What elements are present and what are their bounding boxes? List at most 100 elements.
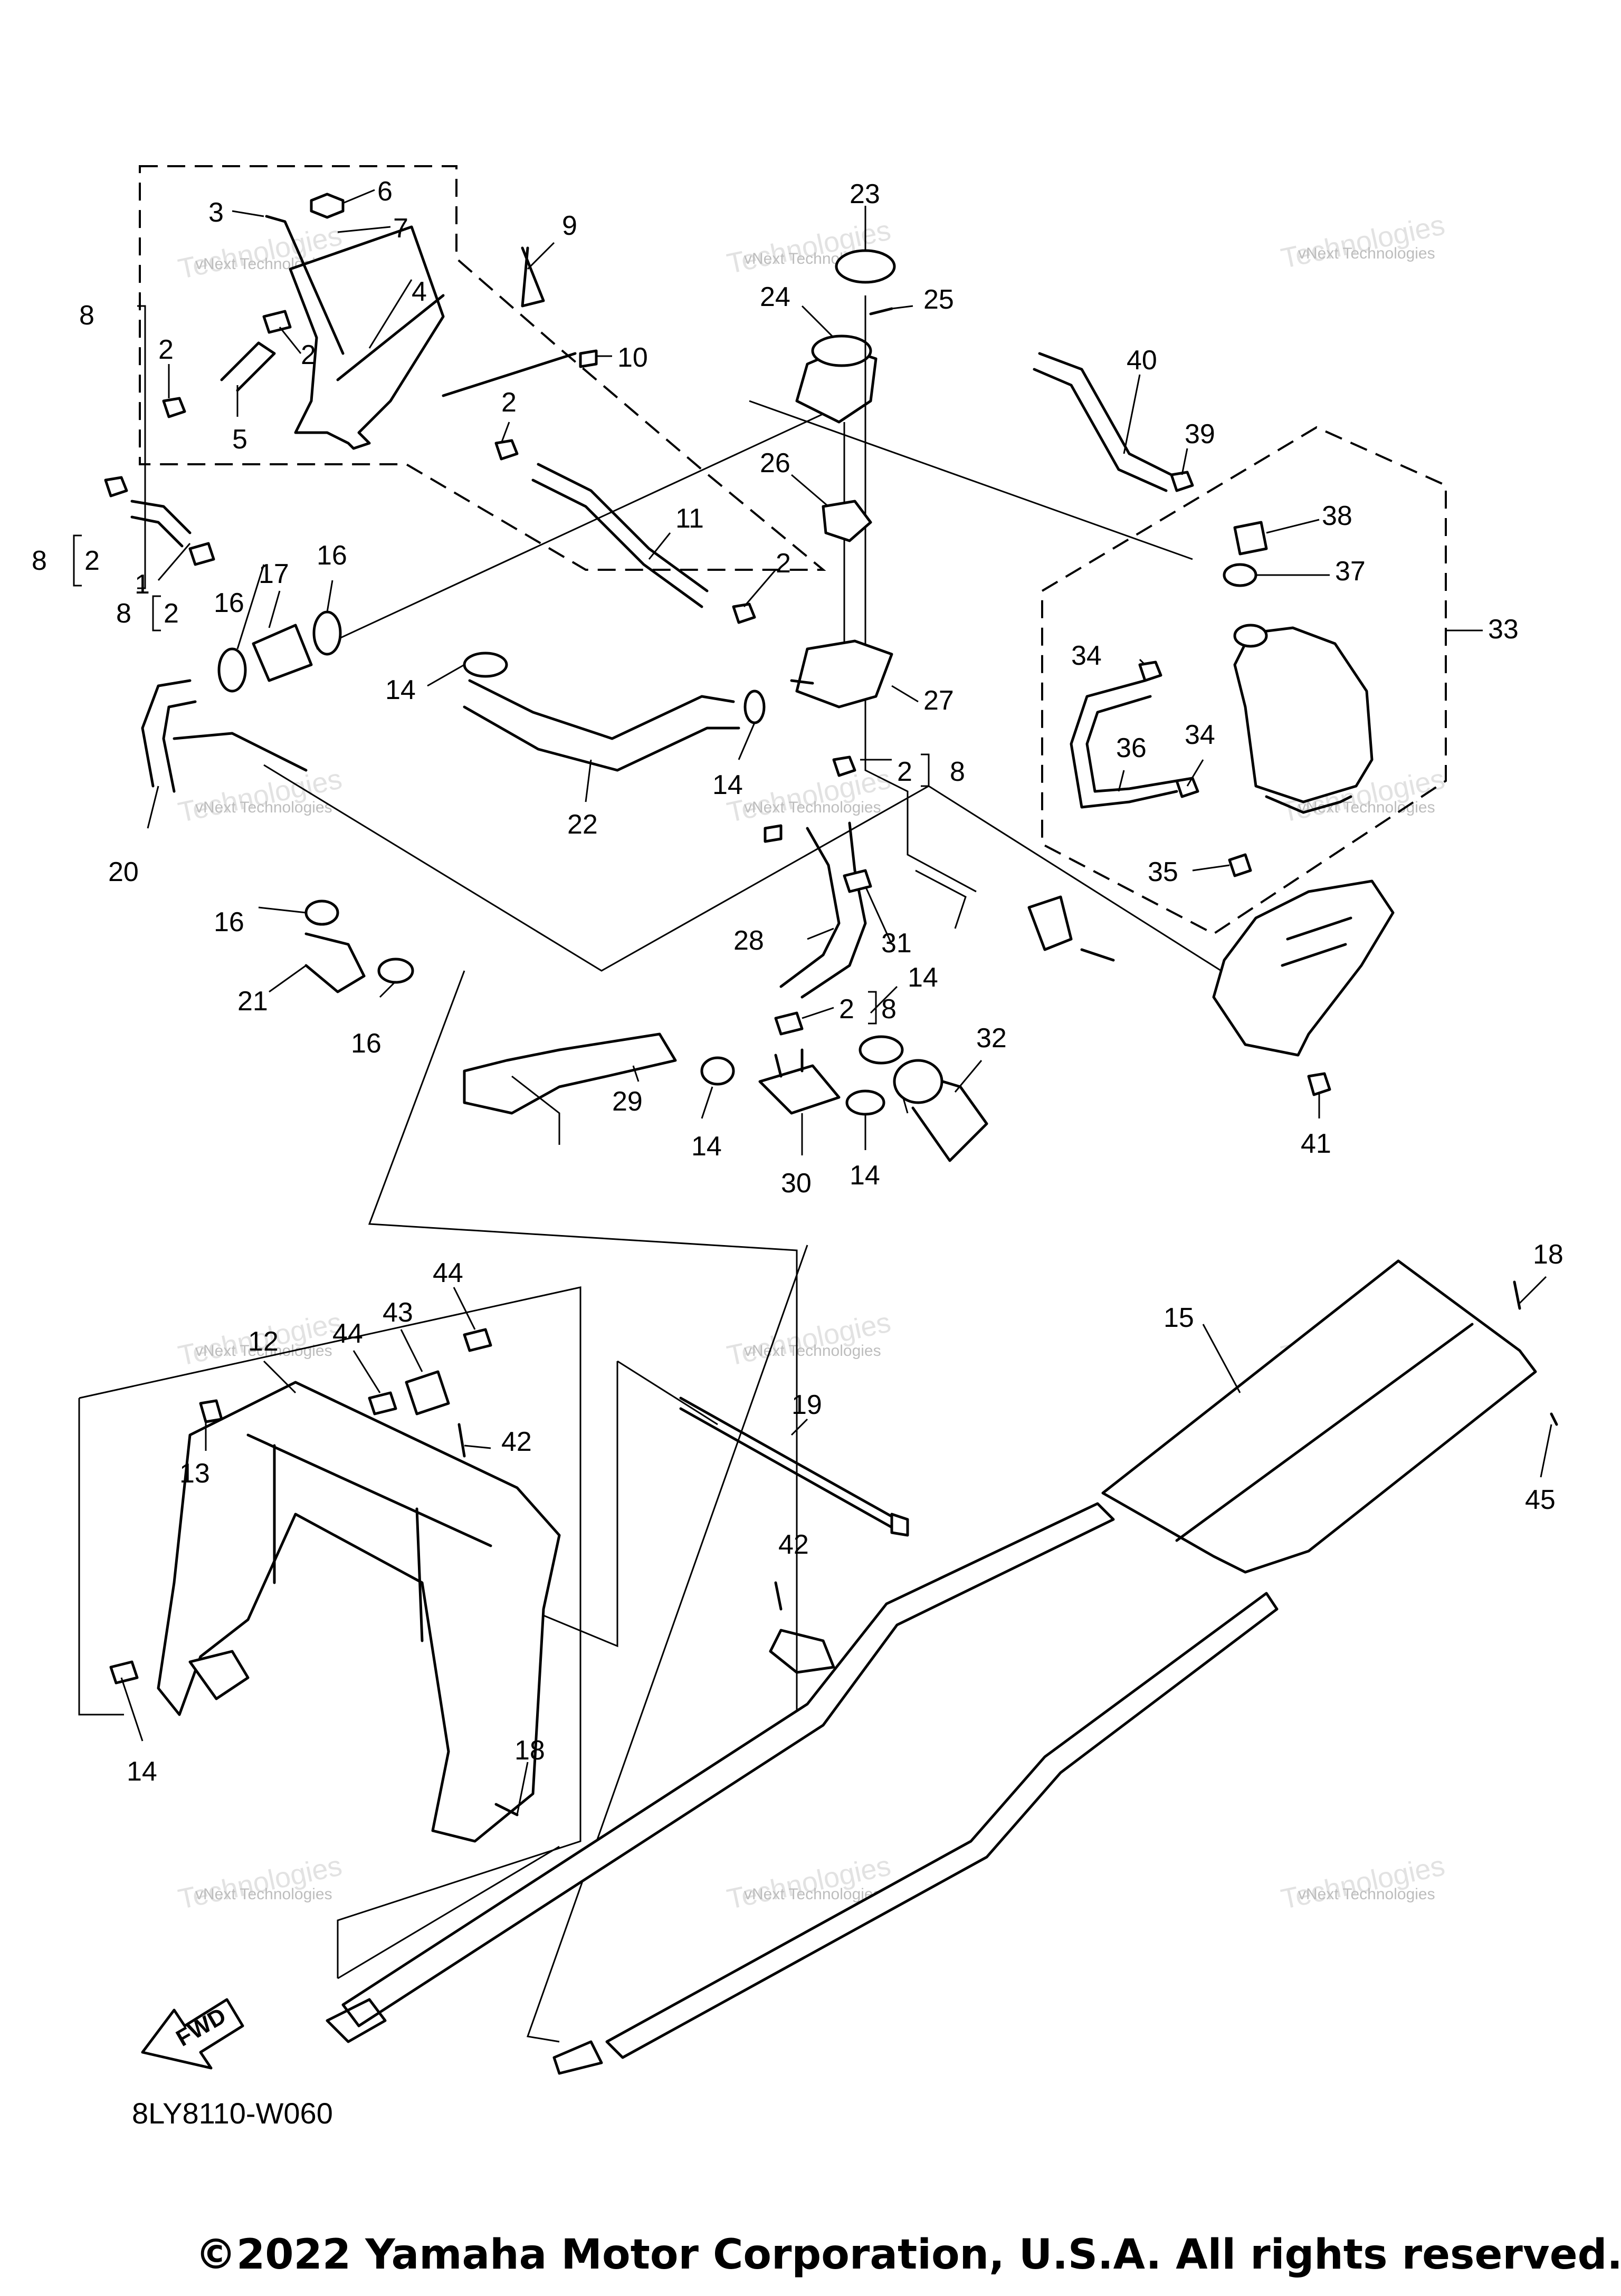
hose-part-1 bbox=[130, 500, 192, 534]
cap-part-37 bbox=[1223, 563, 1257, 587]
callout-18: 18 bbox=[514, 1735, 545, 1766]
clamp-part-16 bbox=[217, 647, 247, 693]
callout-2: 2 bbox=[776, 548, 791, 579]
callout-16: 16 bbox=[214, 588, 244, 618]
bolt-part-9 bbox=[521, 246, 545, 308]
callout-6: 6 bbox=[377, 176, 393, 207]
hose-part-17 bbox=[252, 624, 313, 682]
bracket-mark bbox=[73, 534, 82, 587]
callout-29: 29 bbox=[612, 1086, 643, 1117]
drawing-code: 8LY8110-W060 bbox=[132, 2097, 333, 2130]
hose-part-28 bbox=[779, 827, 841, 988]
callout-8: 8 bbox=[79, 300, 94, 331]
callout-39: 39 bbox=[1185, 419, 1215, 449]
bolt-part-41 bbox=[1307, 1072, 1331, 1096]
joint-branch bbox=[774, 1048, 804, 1078]
tank-part-33 bbox=[1233, 626, 1374, 803]
callout-12: 12 bbox=[248, 1326, 279, 1357]
hose-part-1 bbox=[130, 515, 184, 548]
clamp-part-2 bbox=[162, 397, 186, 418]
callout-16: 16 bbox=[214, 907, 244, 937]
callout-41: 41 bbox=[1301, 1128, 1331, 1159]
clamp-part-2 bbox=[732, 602, 756, 624]
hose-part-22 bbox=[468, 679, 735, 740]
ref-line bbox=[368, 970, 798, 1715]
assembly-33-boundary bbox=[1041, 426, 1447, 935]
fitting bbox=[764, 824, 783, 843]
frame-tube bbox=[188, 1650, 250, 1700]
exchanger-rail-upper bbox=[341, 1502, 1115, 2027]
exchanger-part-15 bbox=[1101, 1259, 1537, 1574]
callout-13: 13 bbox=[179, 1458, 210, 1489]
callout-2: 2 bbox=[839, 994, 854, 1025]
callout-18: 18 bbox=[1533, 1239, 1563, 1270]
callout-31: 31 bbox=[881, 928, 912, 959]
callout-44: 44 bbox=[332, 1318, 363, 1349]
forward-arrow: FWD bbox=[141, 1998, 244, 2070]
callout-16: 16 bbox=[317, 540, 347, 571]
callout-8: 8 bbox=[116, 598, 131, 629]
bracket-slot bbox=[1281, 916, 1352, 967]
rivet-part-18 bbox=[1513, 1280, 1521, 1310]
callout-19: 19 bbox=[792, 1390, 822, 1420]
copyright-notice: ©2022 Yamaha Motor Corporation, U.S.A. A… bbox=[195, 2231, 1621, 2279]
clamp-part-34 bbox=[1175, 777, 1199, 798]
clamp-part-44 bbox=[368, 1391, 397, 1415]
callout-14: 14 bbox=[691, 1131, 722, 1162]
ref-line bbox=[749, 400, 1193, 560]
callout-8: 8 bbox=[950, 757, 965, 787]
assembly-boundaries bbox=[139, 165, 1447, 935]
callout-14: 14 bbox=[385, 675, 416, 705]
hose-part-11 bbox=[531, 479, 703, 608]
hose-part-21 bbox=[304, 932, 366, 993]
frame-part-12 bbox=[157, 1381, 561, 1843]
bolt-small bbox=[1080, 948, 1115, 962]
clamp-part-14 bbox=[743, 690, 766, 724]
clamp-part-14 bbox=[700, 1056, 735, 1086]
ref-line bbox=[78, 1398, 124, 1716]
clamp-part-39 bbox=[1170, 471, 1194, 492]
watermark: Technologies bbox=[1278, 209, 1447, 274]
callout-14: 14 bbox=[908, 962, 938, 993]
ref-line bbox=[511, 1075, 560, 1145]
watermark: vNext Technologies bbox=[195, 799, 332, 816]
exchanger-pipe bbox=[326, 1998, 387, 2043]
watermark: Technologies bbox=[724, 1306, 893, 1372]
clamp-part-14 bbox=[463, 652, 508, 678]
callout-9: 9 bbox=[562, 211, 577, 241]
callout-42: 42 bbox=[501, 1427, 532, 1457]
callout-11: 11 bbox=[675, 503, 704, 534]
gasket-part-4 bbox=[336, 294, 445, 381]
callout-23: 23 bbox=[850, 179, 880, 209]
watermark: vNext Technologies bbox=[744, 799, 881, 816]
callout-7: 7 bbox=[393, 213, 408, 244]
housing-part-27 bbox=[795, 639, 893, 709]
watermark: Technologies bbox=[175, 763, 345, 828]
callout-24: 24 bbox=[760, 282, 790, 312]
bolt-part-3 bbox=[265, 215, 345, 355]
callout-2: 2 bbox=[897, 757, 912, 787]
watermark: Technologies bbox=[175, 1850, 345, 1915]
callout-16: 16 bbox=[351, 1028, 382, 1059]
hose-part-40 bbox=[1033, 368, 1168, 492]
callout-10: 10 bbox=[617, 342, 648, 373]
clamp-part-14 bbox=[845, 1089, 885, 1116]
bolt-part-19 bbox=[679, 1396, 899, 1521]
exchanger-seam bbox=[1175, 1323, 1474, 1542]
callout-34: 34 bbox=[1185, 720, 1215, 750]
clamp-part-14 bbox=[859, 1035, 904, 1065]
fitting-part-38 bbox=[1233, 521, 1268, 556]
callout-45: 45 bbox=[1525, 1485, 1556, 1515]
tank-neck bbox=[1233, 624, 1268, 648]
fitting-part-10 bbox=[579, 349, 598, 368]
clamp-part-2 bbox=[774, 1011, 804, 1036]
callout-43: 43 bbox=[383, 1297, 413, 1328]
housing-neck bbox=[811, 334, 872, 367]
parts: FWD bbox=[104, 193, 1558, 2075]
callout-35: 35 bbox=[1148, 857, 1178, 887]
callout-38: 38 bbox=[1322, 501, 1352, 531]
callout-17: 17 bbox=[259, 559, 289, 589]
rivet-part-42 bbox=[457, 1423, 466, 1458]
clamp-part-2 bbox=[104, 476, 128, 498]
seal-outline bbox=[769, 1629, 835, 1674]
